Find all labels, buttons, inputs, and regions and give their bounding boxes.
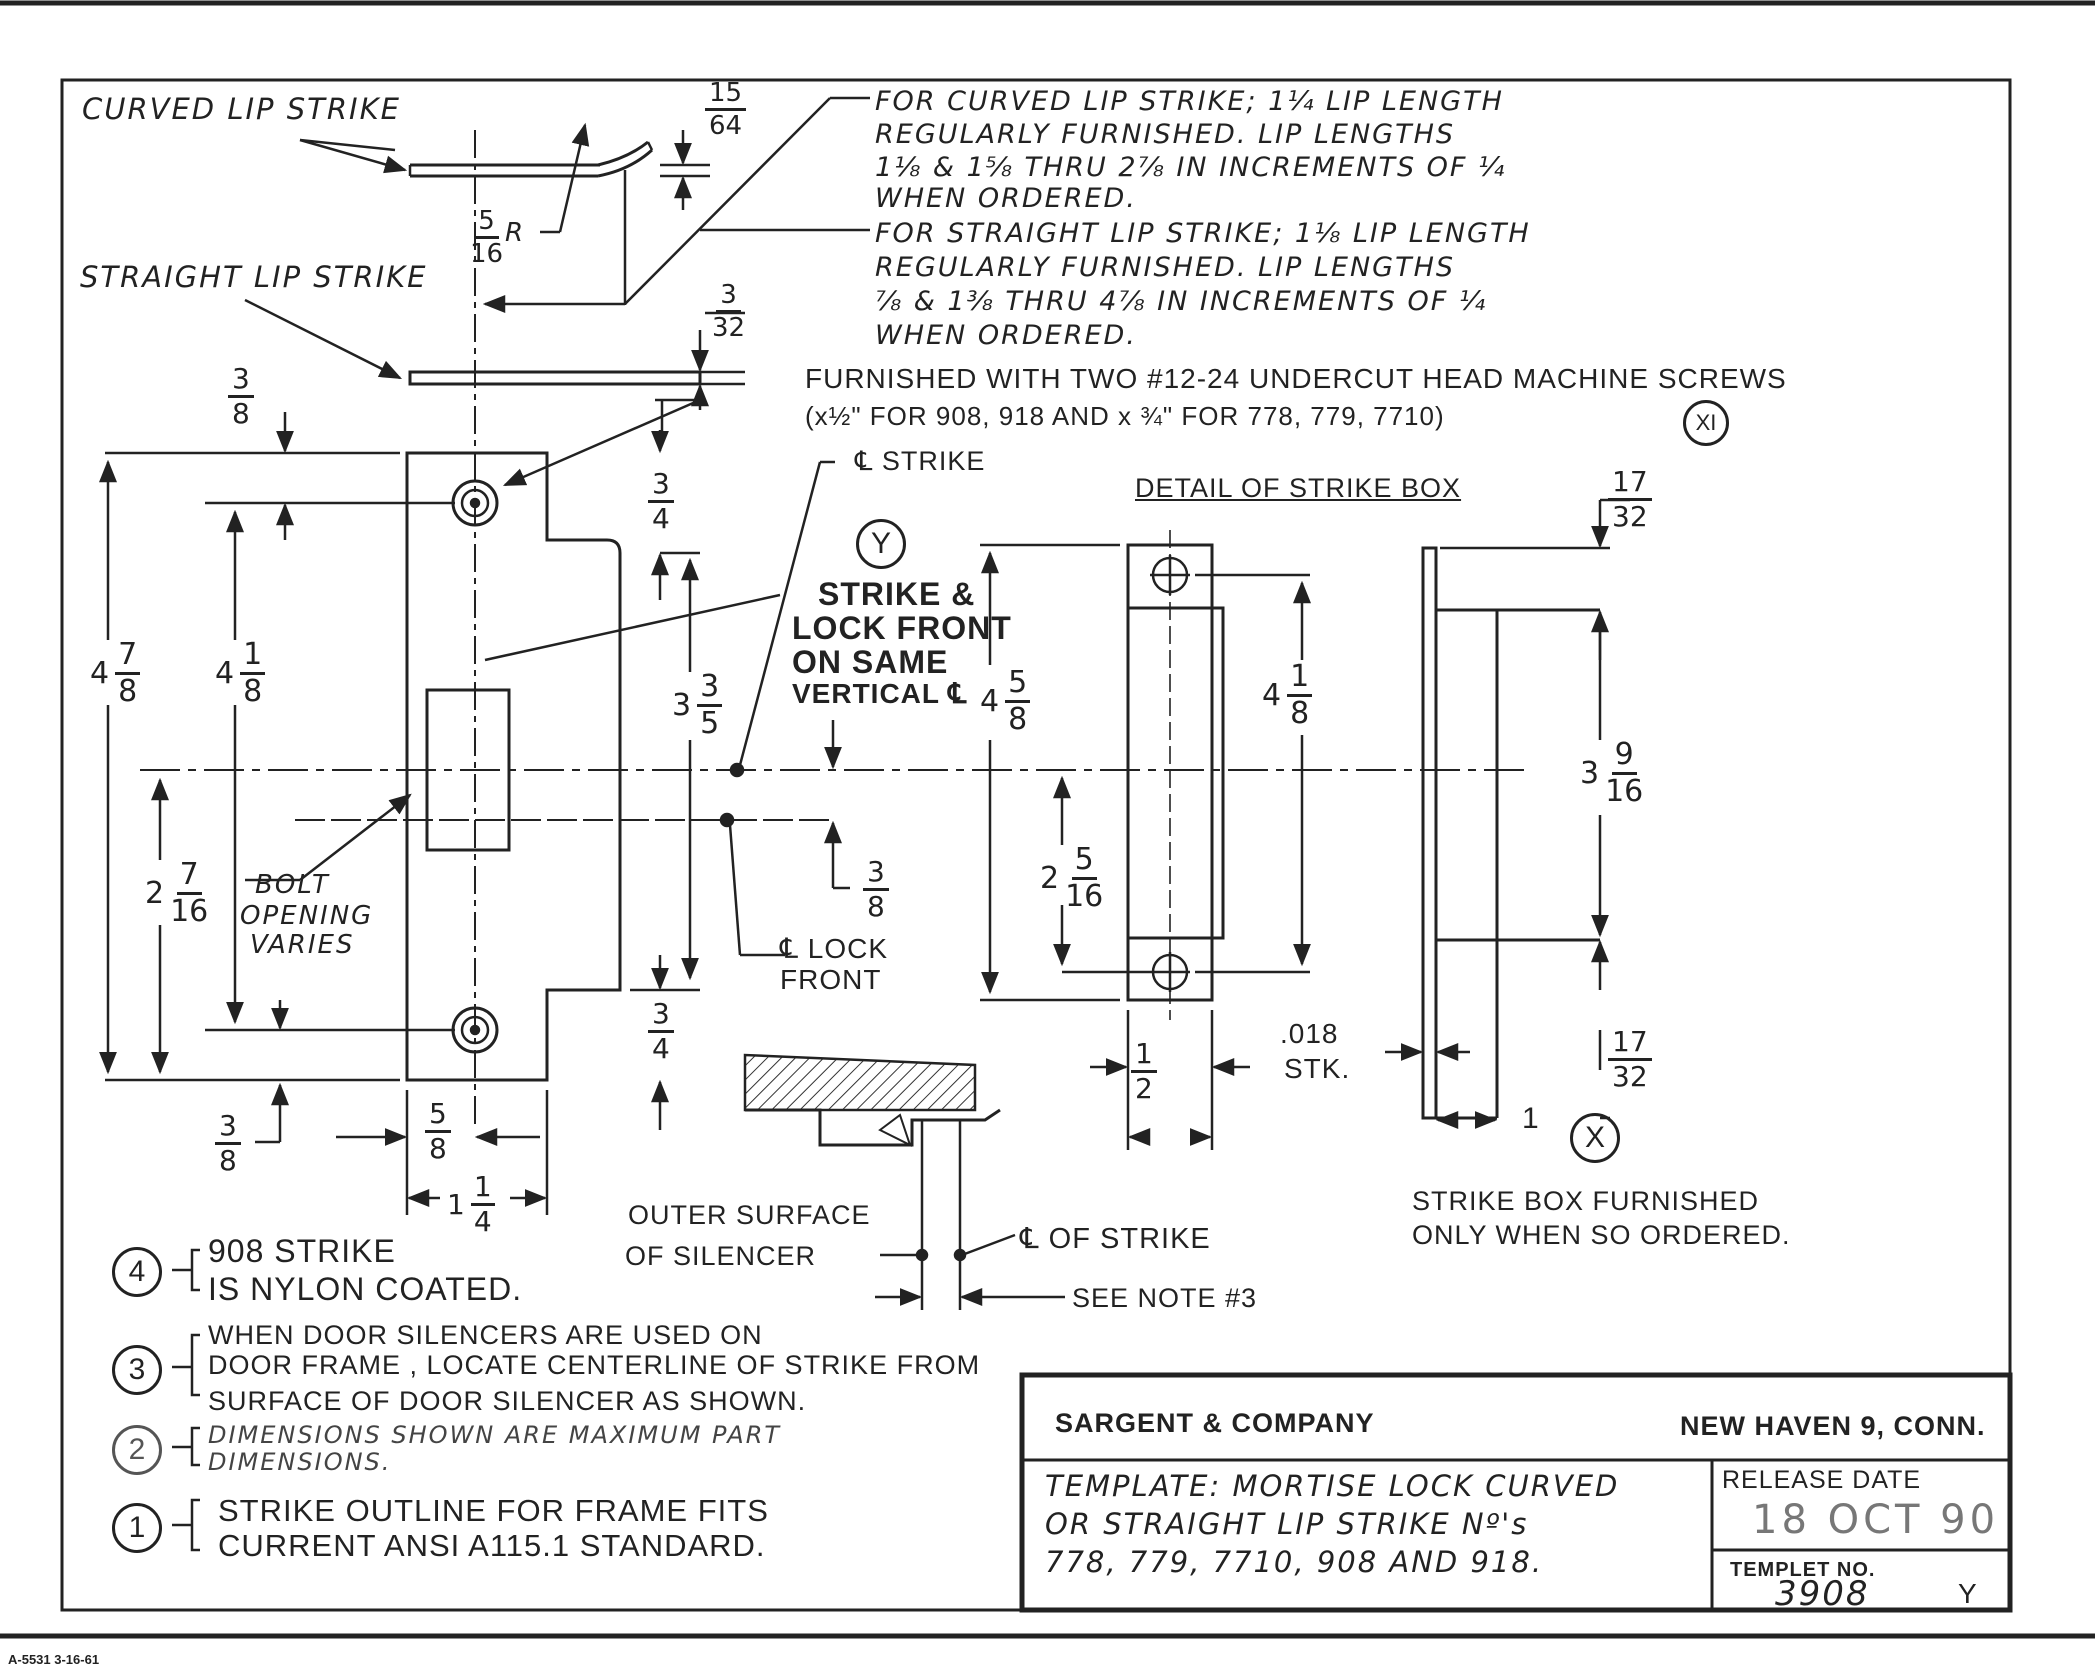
curved-note-line-3: 1⅛ & 1⅝ THRU 2⅞ IN INCREMENTS OF ¼ (875, 152, 1507, 183)
strike-plate-outline (405, 451, 622, 1082)
release-date-label: RELEASE DATE (1722, 1466, 1922, 1494)
cl-of-strike-label: ℄ OF STRIKE (1020, 1223, 1211, 1255)
curved-lip-strike-label: CURVED LIP STRIKE (82, 92, 401, 126)
templet-no-suffix: Y (1958, 1578, 1978, 1609)
outer-surface-line-2: OF SILENCER (625, 1241, 817, 1271)
note-3-line-1: WHEN DOOR SILENCERS ARE USED ON (208, 1320, 763, 1350)
template-title-line-3: 778, 779, 7710, 908 AND 918. (1045, 1545, 1544, 1579)
template-title-line-1: TEMPLATE: MORTISE LOCK CURVED (1045, 1469, 1620, 1503)
see-note-3-label: SEE NOTE #3 (1072, 1283, 1258, 1313)
strike-box-side-view (1421, 546, 1600, 1120)
templet-no-label: TEMPLET NO. (1730, 1559, 1876, 1581)
curved-lip-strike-profile (408, 140, 654, 178)
note-xi-marker: XI (1683, 400, 1729, 446)
title-block-frame (1019, 1372, 2013, 1613)
company-location: NEW HAVEN 9, CONN. (1680, 1411, 1986, 1441)
straight-note-line-4: WHEN ORDERED. (875, 320, 1137, 351)
note-3-marker: 3 (112, 1345, 162, 1395)
templet-no-value: 3908 (1775, 1574, 1870, 1614)
strike-box-note-line-2: ONLY WHEN SO ORDERED. (1412, 1220, 1791, 1250)
straight-note-line-1: FOR STRAIGHT LIP STRIKE; 1⅛ LIP LENGTH (875, 218, 1531, 249)
detail-strike-box-title: DETAIL OF STRIKE BOX (1135, 473, 1462, 503)
note-4-line-2: IS NYLON COATED. (208, 1271, 523, 1307)
note-x-marker: X (1570, 1113, 1620, 1163)
bolt-opening-line-2: OPENING (240, 901, 374, 931)
cl-lock-front-line-1: ℄ LOCK (780, 933, 889, 964)
stk-thickness-label: STK. (1284, 1053, 1351, 1084)
same-vertical-line-1: STRIKE & (818, 576, 976, 612)
same-vertical-line-2: LOCK FRONT (792, 610, 1012, 646)
form-number: A-5531 3-16-61 (8, 1652, 100, 1667)
note-4-line-1: 908 STRIKE (208, 1233, 396, 1269)
note-2-line-2: DIMENSIONS. (208, 1448, 392, 1476)
template-title-line-2: OR STRAIGHT LIP STRIKE Nº's (1045, 1507, 1529, 1541)
release-date-value: 18 OCT 90 (1752, 1497, 2000, 1543)
straight-note-line-2: REGULARLY FURNISHED. LIP LENGTHS (875, 252, 1456, 283)
curved-note-line-1: FOR CURVED LIP STRIKE; 1¼ LIP LENGTH (875, 86, 1504, 117)
note-1-line-2: CURRENT ANSI A115.1 STANDARD. (218, 1528, 766, 1563)
note-2-marker: 2 (112, 1425, 162, 1475)
straight-lip-strike-profile (408, 370, 702, 386)
curved-note-line-4: WHEN ORDERED. (875, 183, 1137, 214)
stk-thickness-value: .018 (1280, 1018, 1339, 1049)
company-name: SARGENT & COMPANY (1055, 1408, 1375, 1438)
dim-1-side: 1 (1522, 1102, 1540, 1135)
bolt-opening-line-1: BOLT (255, 870, 330, 900)
same-vertical-line-4: VERTICAL ℄ (792, 678, 968, 709)
note-3-line-2: DOOR FRAME , LOCATE CENTERLINE OF STRIKE… (208, 1350, 981, 1380)
cl-lock-front-line-2: FRONT (780, 964, 882, 995)
note-1-line-1: STRIKE OUTLINE FOR FRAME FITS (218, 1493, 769, 1528)
strike-box-note-line-1: STRIKE BOX FURNISHED (1412, 1186, 1760, 1216)
curved-note-line-2: REGULARLY FURNISHED. LIP LENGTHS (875, 119, 1456, 150)
radius-suffix: R (505, 218, 526, 248)
note-4-marker: 4 (112, 1247, 162, 1297)
outer-surface-line-1: OUTER SURFACE (628, 1200, 871, 1230)
straight-lip-strike-label: STRAIGHT LIP STRIKE (80, 260, 428, 294)
note-y-marker: Y (856, 519, 906, 569)
door-silencer-section (743, 1053, 1001, 1147)
same-vertical-line-3: ON SAME (792, 644, 949, 680)
note-1-marker: 1 (112, 1503, 162, 1553)
screws-note-line-1: FURNISHED WITH TWO #12-24 UNDERCUT HEAD … (805, 363, 1787, 394)
bolt-opening-line-3: VARIES (250, 930, 355, 960)
note-2-line-1: DIMENSIONS SHOWN ARE MAXIMUM PART (208, 1421, 782, 1449)
straight-note-line-3: ⅞ & 1⅜ THRU 4⅞ IN INCREMENTS OF ¼ (875, 286, 1488, 317)
screws-note-line-2: (x½" FOR 908, 918 AND x ¾" FOR 778, 779,… (805, 401, 1445, 431)
note-3-line-3: SURFACE OF DOOR SILENCER AS SHOWN. (208, 1386, 807, 1416)
cl-strike-label: ℄ STRIKE (855, 446, 986, 476)
